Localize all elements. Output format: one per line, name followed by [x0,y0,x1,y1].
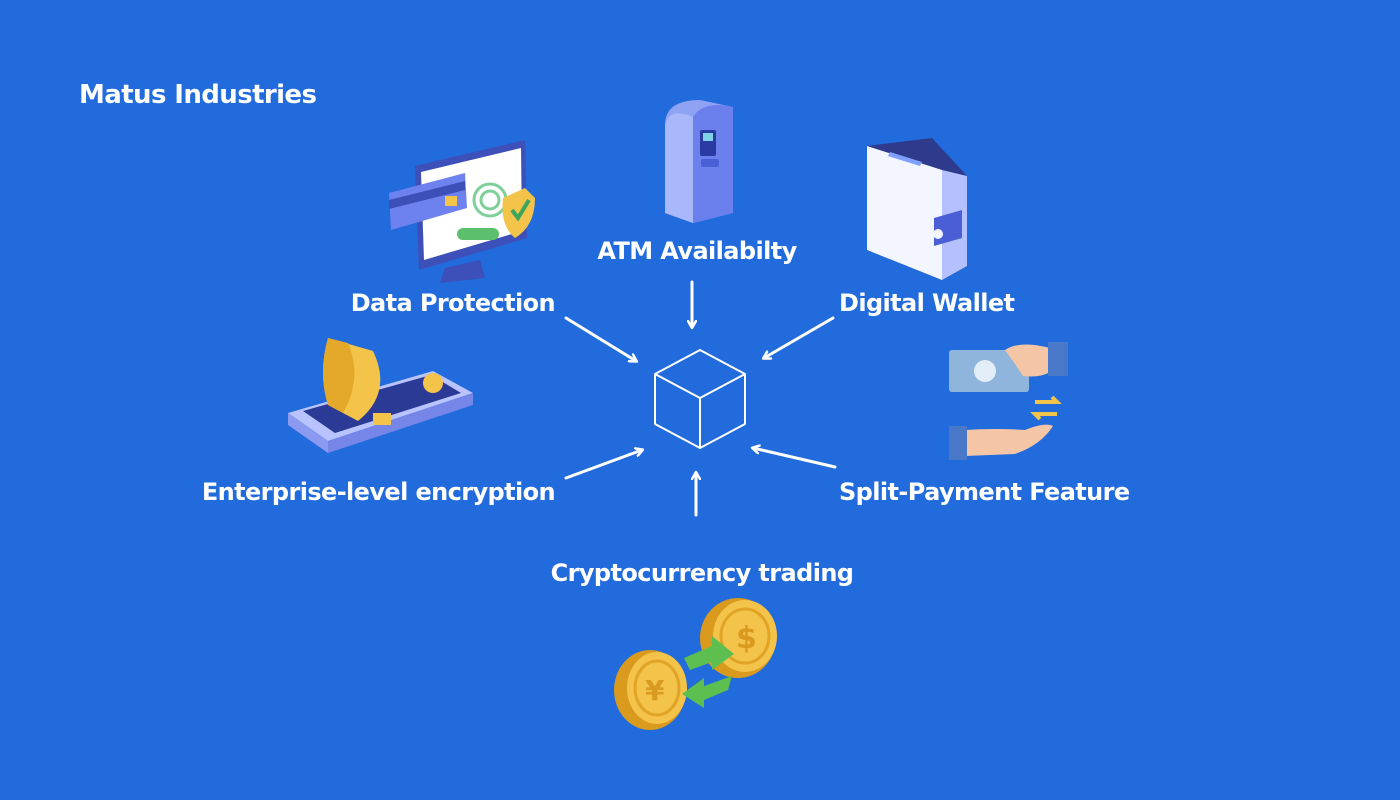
cube-icon [654,349,746,449]
monitor-security-icon [389,140,535,283]
arrow-encryption [564,450,642,480]
atm-icon [665,100,733,223]
hand-money-icon [949,342,1068,460]
coins-exchange-icon: $ ¥ [614,598,777,730]
svg-text:¥: ¥ [645,674,665,707]
label-split-payment: Split-Payment Feature [839,478,1130,506]
label-encryption: Enterprise-level encryption [201,478,556,506]
arrow-data-protection [564,316,636,361]
arrow-digital-wallet [764,316,835,358]
svg-text:$: $ [736,621,757,656]
phone-shield-icon [288,338,473,453]
label-digital-wallet: Digital Wallet [839,289,1015,317]
label-data-protection: Data Protection [350,289,556,317]
company-title: Matus Industries [79,80,317,110]
label-atm: ATM Availabilty [597,237,797,265]
wallet-icon [867,138,967,280]
label-crypto: Cryptocurrency trading [550,559,854,587]
arrow-split-payment [753,448,837,469]
